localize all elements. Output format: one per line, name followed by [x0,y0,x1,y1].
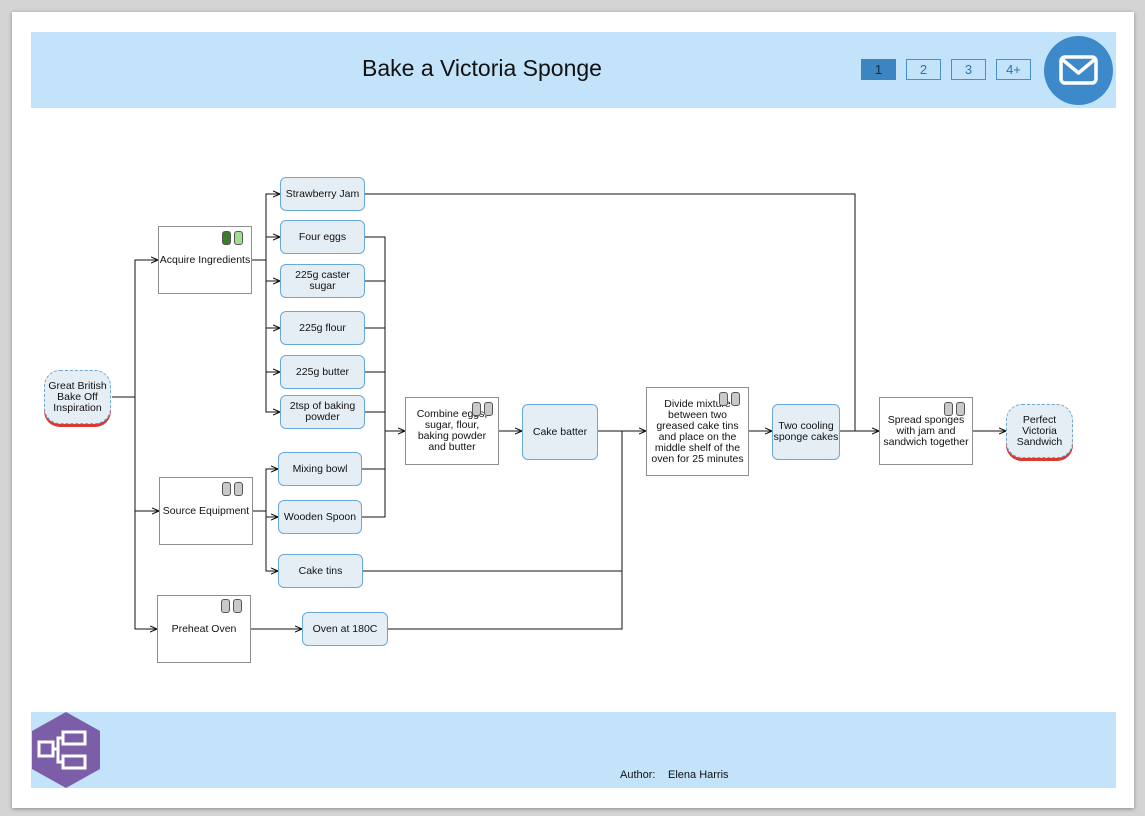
resource-four-eggs[interactable]: Four eggs [280,220,365,254]
resource-oven[interactable]: Oven at 180C [302,612,388,646]
page-button-3[interactable]: 3 [951,59,986,80]
resource-caster-sugar[interactable]: 225g caster sugar [280,264,365,298]
resource-cake-tins[interactable]: Cake tins [278,554,363,588]
page-button-1[interactable]: 1 [861,59,896,80]
resource-strawberry-jam[interactable]: Strawberry Jam [280,177,365,211]
page-button-2[interactable]: 2 [906,59,941,80]
status-pills-preheat [221,599,242,613]
end-terminal[interactable]: Perfect Victoria Sandwich [1006,404,1073,458]
page-button-more[interactable]: 4+ [996,59,1031,80]
envelope-icon[interactable] [1044,36,1113,105]
status-pills-divide [719,392,740,406]
activity-acquire-ingredients[interactable]: Acquire Ingredients [158,226,252,294]
output-cooling-sponges[interactable]: Two cooling sponge cakes [772,404,840,460]
page-title: Bake a Victoria Sponge [362,55,602,81]
status-pill [221,599,230,613]
status-pill [222,231,231,245]
status-pill [944,402,953,416]
resource-mixing-bowl[interactable]: Mixing bowl [278,452,362,486]
activity-combine[interactable]: Combine eggs, sugar, flour, baking powde… [405,397,499,465]
status-pill [956,402,965,416]
author-name: Elena Harris [668,769,729,781]
status-pill [234,231,243,245]
resource-butter[interactable]: 225g butter [280,355,365,389]
status-pill [719,392,728,406]
resource-baking-powder[interactable]: 2tsp of baking powder [280,395,365,429]
status-pill [472,402,481,416]
start-terminal[interactable]: Great British Bake Off Inspiration [44,370,111,424]
author-label: Author: [620,769,656,781]
status-pill [234,482,243,496]
footer-band [31,712,1116,788]
status-pills-combine [472,402,493,416]
status-pills-spread [944,402,965,416]
status-pill [484,402,493,416]
status-pill [222,482,231,496]
activity-divide[interactable]: Divide mixture between two greased cake … [646,387,749,476]
status-pill [731,392,740,406]
status-pills-source [222,482,243,496]
output-cake-batter[interactable]: Cake batter [522,404,598,460]
resource-flour[interactable]: 225g flour [280,311,365,345]
status-pills-acquire [222,231,243,245]
flowchart-logo-icon [32,712,100,788]
status-pill [233,599,242,613]
resource-wooden-spoon[interactable]: Wooden Spoon [278,500,362,534]
